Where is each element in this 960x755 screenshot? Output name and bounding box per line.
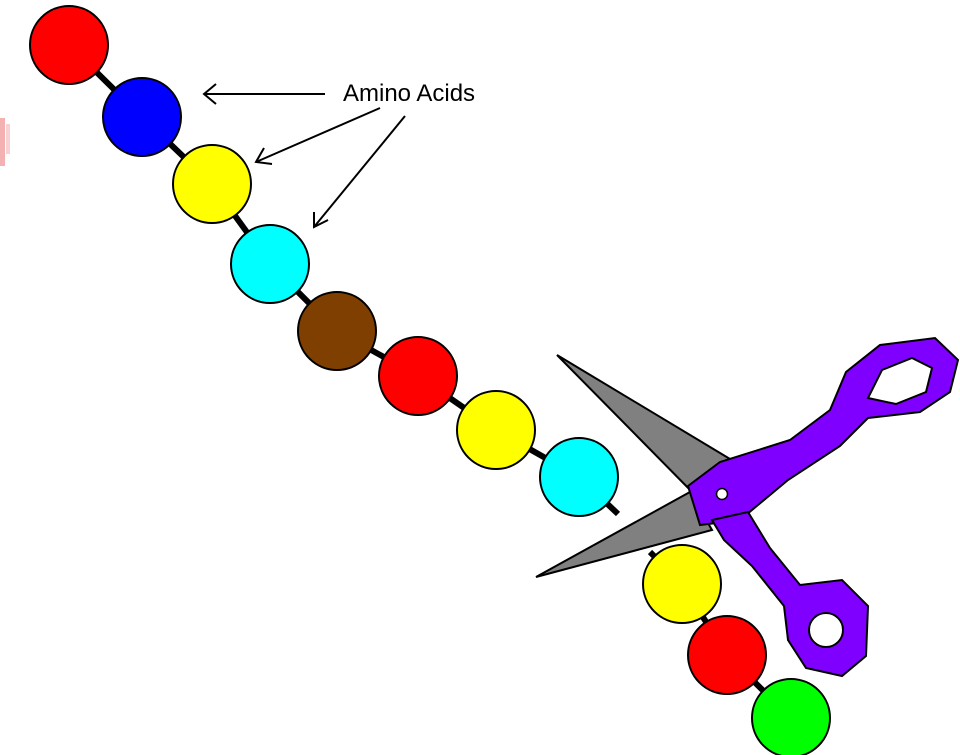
amino-acid-9 — [642, 544, 722, 624]
scissors-icon — [535, 336, 960, 678]
amino-acid-1 — [29, 5, 109, 85]
amino-acid-5 — [297, 291, 377, 371]
amino-acid-8 — [539, 437, 619, 517]
callout-arrow-1 — [202, 83, 325, 105]
amino-acid-6 — [378, 336, 458, 416]
amino-acid-3 — [172, 144, 252, 224]
callout-arrow-3 — [313, 115, 406, 229]
callout-arrow-2 — [254, 107, 381, 165]
amino-acid-10 — [687, 615, 767, 695]
amino-acids-callout: Amino Acids — [202, 80, 475, 229]
scissor-loop-upper — [866, 356, 934, 406]
amino-acid-11 — [751, 678, 831, 755]
amino-acids-label: Amino Acids — [343, 80, 475, 107]
amino-acid-2 — [102, 77, 182, 157]
scissor-pivot — [715, 487, 729, 501]
scissor-loop-lower — [808, 612, 844, 648]
amino-acid-chain — [29, 5, 831, 755]
amino-acid-4 — [230, 224, 310, 304]
amino-acid-7 — [456, 390, 536, 470]
